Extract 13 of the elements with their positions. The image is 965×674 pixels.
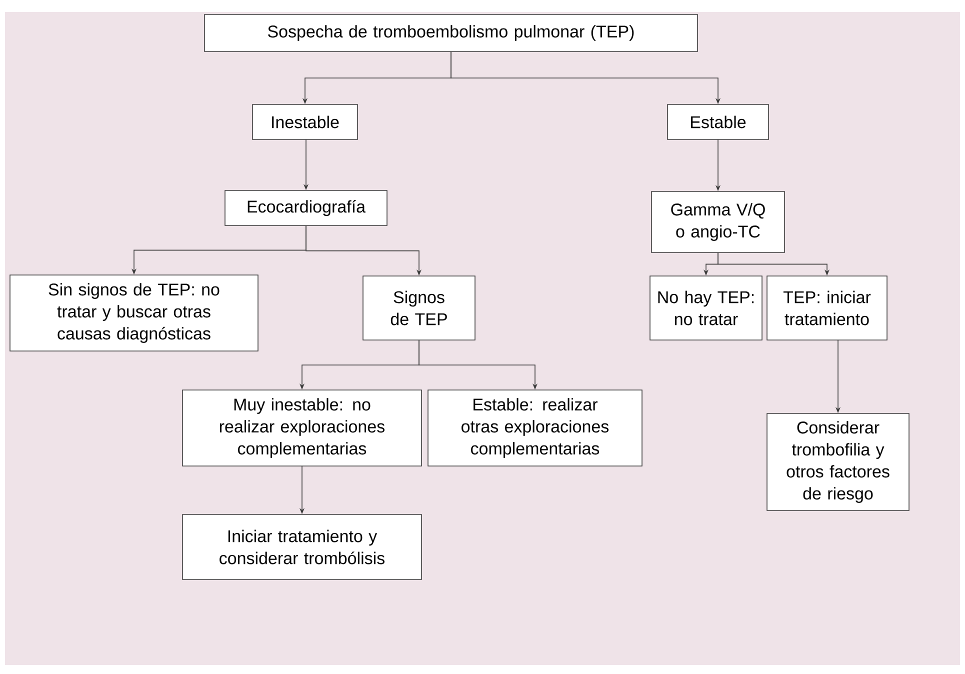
process-box: Estable: realizar otras exploraciones complementarias: [428, 390, 642, 466]
process-box: Muy inestable: no realizar exploraciones complementarias: [182, 390, 422, 466]
process-box: Estable: [667, 104, 769, 140]
process-box: Inestable: [252, 104, 358, 140]
process-box: No hay TEP: no tratar: [650, 276, 762, 340]
process-box: Considerar trombofilia y otros factores de riesgo: [766, 413, 910, 511]
process-box: Sospecha de tromboembolismo pulmonar (TEP): [204, 14, 698, 52]
process-box: Sin signos de TEP: no tratar y buscar otras causas diagnósticas: [10, 274, 258, 352]
process-box: Ecocardiografía: [224, 190, 388, 226]
process-box: TEP: iniciar tratamiento: [766, 276, 888, 340]
process-box: Gamma V/Q o angio-TC: [651, 191, 785, 253]
process-box: Signos de TEP: [362, 276, 476, 340]
process-box: Iniciar tratamiento y considerar trombólisis: [182, 514, 422, 580]
